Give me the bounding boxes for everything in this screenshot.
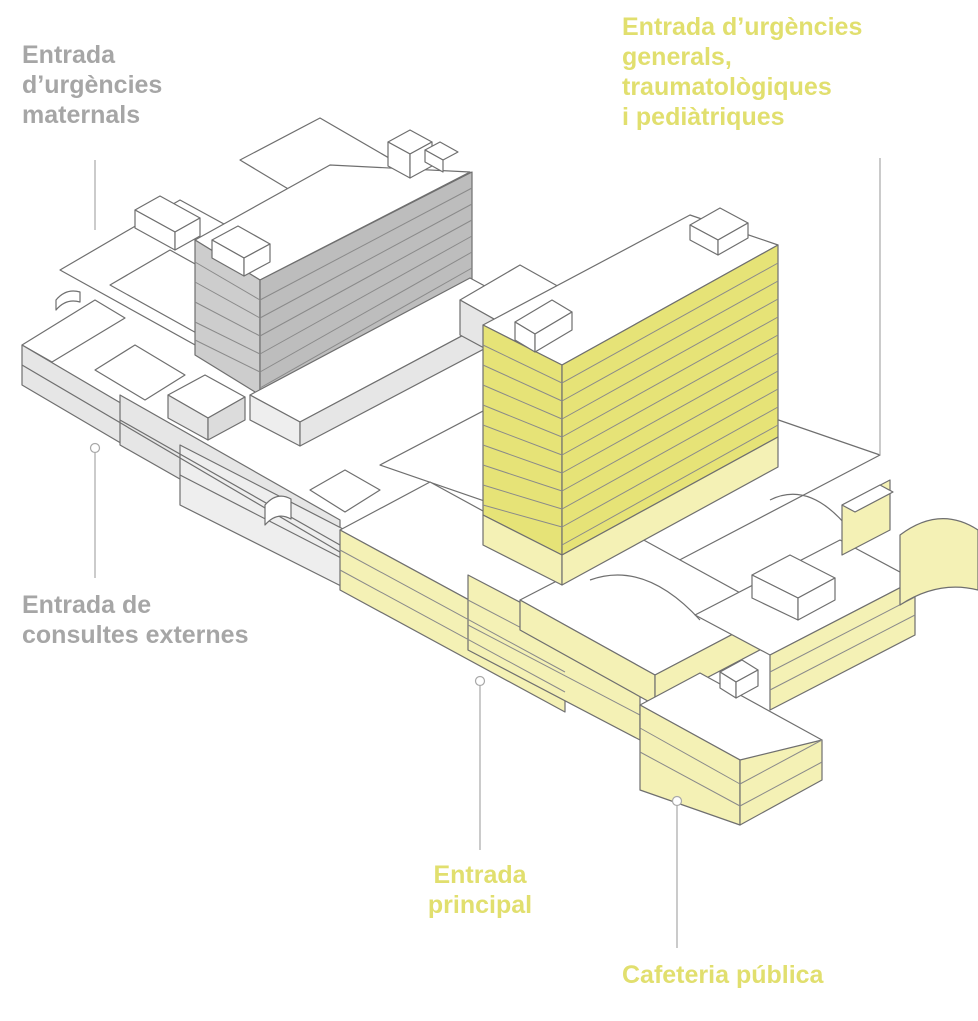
label-cafeteria-line-1: Cafeteria pública [622, 961, 824, 989]
label-general-line-2: generals, [622, 43, 732, 71]
label-general-emergency-entrance: Entrada d’urgències generals, traumatolò… [622, 12, 862, 132]
label-consultes-line-1: Entrada de [22, 591, 152, 619]
marker-cafeteria [671, 795, 683, 807]
label-maternal-emergency-entrance: Entrada d’urgències maternals [22, 40, 162, 130]
label-maternal-line-1: Entrada [22, 41, 116, 69]
label-principal-line-1: Entrada [433, 861, 527, 889]
grey-tower [134, 129, 473, 396]
label-general-line-1: Entrada d’urgències [622, 13, 863, 41]
label-public-cafeteria: Cafeteria pública [622, 960, 823, 990]
label-consultes-line-2: consultes externes [22, 621, 249, 649]
yellow-tower [482, 207, 779, 586]
label-principal-line-2: principal [427, 891, 533, 919]
marker-principal [474, 675, 486, 687]
label-general-line-4: i pediàtriques [622, 103, 785, 131]
leader-lines [89, 158, 881, 948]
label-main-entrance: Entrada principal [415, 860, 545, 920]
label-maternal-line-3: maternals [22, 101, 141, 129]
label-general-line-3: traumatològiques [622, 73, 832, 101]
label-maternal-line-2: d’urgències [22, 71, 163, 99]
marker-consultes [89, 442, 101, 454]
label-external-consultations-entrance: Entrada de consultes externes [22, 590, 249, 650]
